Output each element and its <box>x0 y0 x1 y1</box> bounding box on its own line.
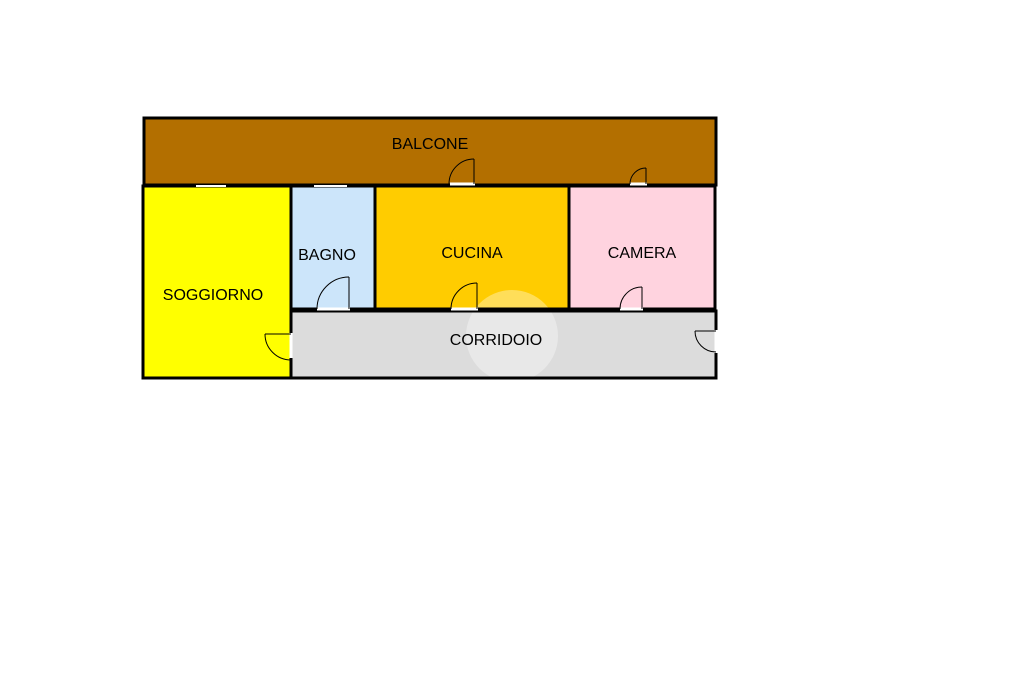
door-bagno <box>316 276 350 311</box>
room-cucina <box>375 186 569 309</box>
doors <box>264 158 718 361</box>
room-bagno <box>291 186 375 309</box>
door-corridoio-entrance <box>694 330 718 353</box>
label-soggiorno: SOGGIORNO <box>163 287 263 304</box>
door-soggiorno <box>264 333 293 361</box>
watermark-logo <box>466 290 558 382</box>
label-camera: CAMERA <box>608 245 677 262</box>
door-balcone-cucina <box>448 158 475 186</box>
label-cucina: CUCINA <box>441 245 503 262</box>
door-balcone-camera <box>629 167 647 186</box>
door-cucina <box>450 282 478 311</box>
label-balcone: BALCONE <box>392 136 468 153</box>
label-corridoio: CORRIDOIO <box>450 332 542 349</box>
door-camera <box>619 286 643 311</box>
room-soggiorno <box>143 186 291 378</box>
room-balcone <box>144 118 716 185</box>
room-corridoio <box>291 311 716 378</box>
label-bagno: BAGNO <box>298 247 356 264</box>
